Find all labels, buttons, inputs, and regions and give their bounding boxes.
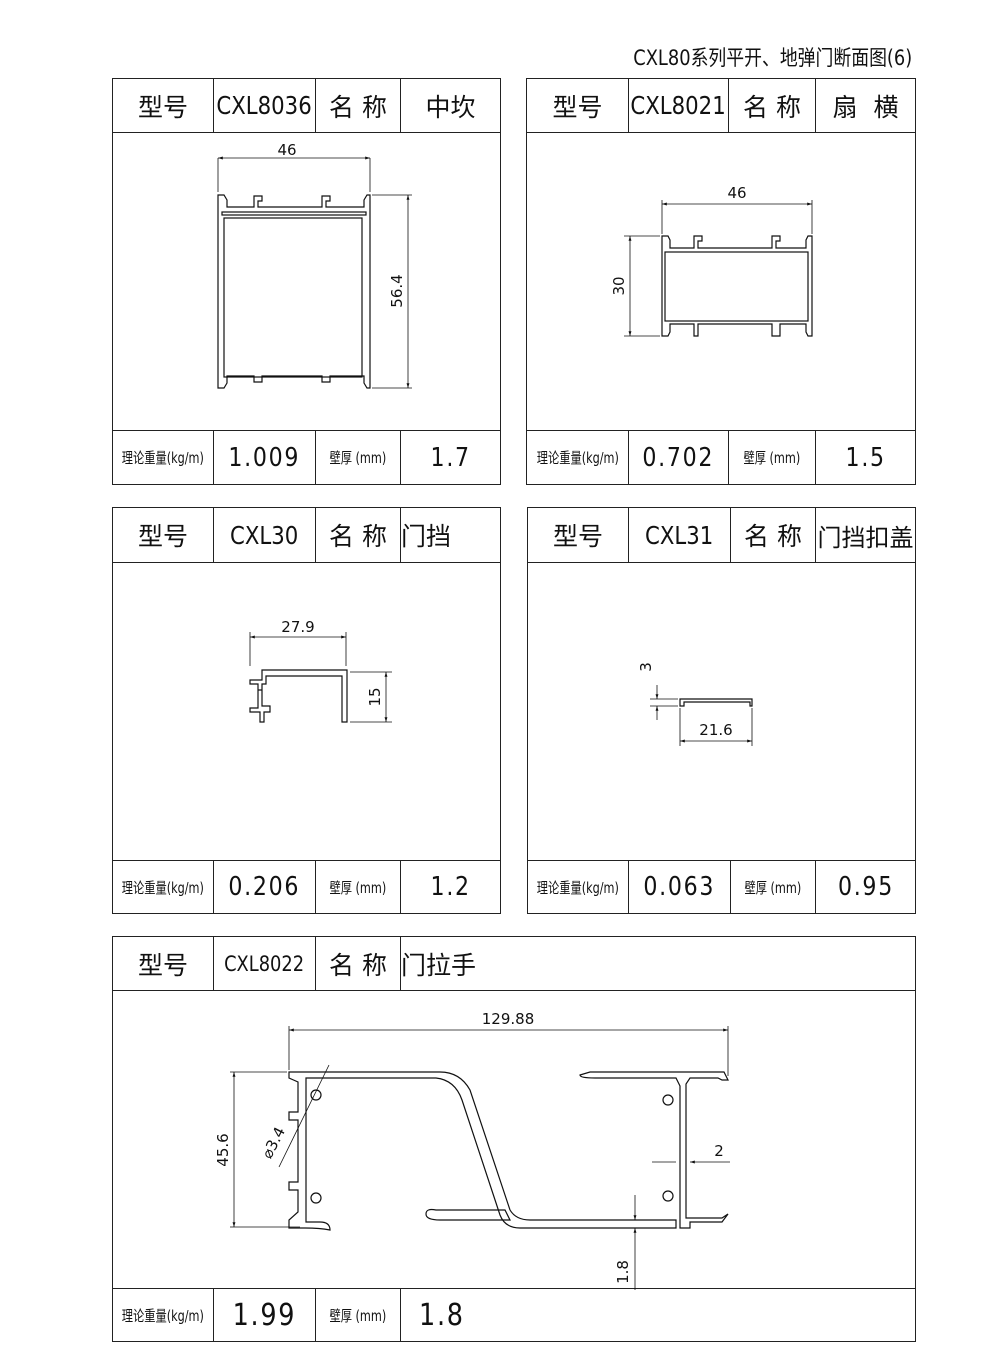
dim-height: 30 — [610, 276, 628, 295]
model-value: CXL30 — [213, 507, 316, 563]
thickness-value: 1.8 — [400, 1288, 916, 1342]
text: 0.063 — [643, 872, 716, 902]
name-value: 门拉手 — [400, 936, 916, 991]
dim-width: 46 — [727, 184, 746, 202]
model-value: CXL8036 — [213, 78, 316, 133]
name-label: 名 称 — [315, 936, 401, 991]
name-value: 门挡 — [400, 507, 501, 563]
name-value: 门挡扣盖 — [815, 507, 916, 563]
text: 壁厚 (mm) — [329, 449, 387, 467]
thickness-value: 1.2 — [400, 860, 501, 914]
weight-value: 0.063 — [628, 860, 731, 914]
text: 扇 横 — [832, 92, 899, 122]
text: 壁厚 (mm) — [744, 878, 802, 897]
model-label: 型号 — [112, 78, 214, 133]
dim-height: 15 — [366, 687, 384, 706]
thickness-value: 0.95 — [815, 860, 916, 914]
model-value: CXL8022 — [213, 936, 316, 991]
model-value: CXL8021 — [628, 78, 729, 133]
dim-width: 21.6 — [699, 721, 732, 739]
text: 1.8 — [419, 1297, 465, 1333]
text: 1.009 — [228, 442, 301, 473]
thickness-value: 1.5 — [815, 430, 916, 485]
text: 理论重量(kg/m) — [536, 878, 620, 897]
name-label: 名 称 — [730, 507, 816, 563]
text: 型号 — [137, 950, 188, 980]
section-cxl30 — [249, 632, 392, 723]
text: 壁厚 (mm) — [329, 878, 387, 897]
name-value: 扇 横 — [815, 78, 916, 133]
text: 型号 — [552, 92, 603, 122]
text: 名 称 — [743, 92, 801, 122]
text: 型号 — [137, 522, 188, 551]
text: 壁厚 (mm) — [743, 449, 801, 467]
section-cxl8036 — [217, 156, 412, 389]
text: CXL30 — [230, 520, 299, 550]
section-cxl8022 — [230, 1026, 730, 1290]
dim-width: 27.9 — [281, 618, 314, 636]
dim-width: 46 — [277, 141, 296, 159]
text: 理论重量(kg/m) — [121, 878, 205, 897]
text: 理论重量(kg/m) — [121, 449, 205, 467]
text: 壁厚 (mm) — [329, 1306, 387, 1325]
text: 1.7 — [430, 442, 471, 473]
text: CXL8022 — [224, 951, 305, 976]
text: 名 称 — [329, 950, 387, 980]
weight-value: 1.009 — [213, 430, 316, 485]
text: 型号 — [137, 92, 188, 122]
section-cxl8021 — [624, 200, 813, 337]
text: 名 称 — [329, 522, 387, 551]
dim-width: 129.88 — [482, 1010, 535, 1028]
text: CXL8036 — [216, 91, 313, 120]
dim-height: 56.4 — [388, 274, 406, 307]
text: 门拉手 — [401, 950, 477, 980]
name-value: 中坎 — [400, 78, 501, 133]
text: CXL8021 — [630, 91, 727, 120]
dim-bottom: 1.8 — [614, 1260, 632, 1284]
text: 名 称 — [329, 92, 387, 122]
text: 0.206 — [228, 872, 301, 902]
text: 理论重量(kg/m) — [121, 1306, 205, 1325]
model-label: 型号 — [527, 507, 629, 563]
text: 门挡 — [401, 522, 452, 551]
text: 中坎 — [425, 92, 476, 122]
text: 0.702 — [642, 442, 715, 473]
text: 1.5 — [845, 442, 886, 473]
text: CXL31 — [645, 520, 714, 550]
dim-height: 3 — [637, 662, 655, 672]
thickness-value: 1.7 — [400, 430, 501, 485]
sheet-title: CXL80系列平开、地弹门断面图(6) — [633, 46, 912, 70]
dim-height: 45.6 — [214, 1133, 232, 1166]
text: 名 称 — [744, 522, 802, 551]
weight-value: 0.702 — [628, 430, 729, 485]
text: 1.99 — [232, 1297, 297, 1333]
text: 门挡扣盖 — [817, 523, 914, 552]
model-label: 型号 — [526, 78, 629, 133]
text: 0.95 — [837, 872, 894, 902]
text: 理论重量(kg/m) — [536, 449, 619, 467]
text: 1.2 — [430, 872, 471, 902]
dim-wall: 2 — [714, 1142, 724, 1160]
text: 型号 — [552, 522, 603, 551]
section-cxl31 — [650, 685, 753, 746]
